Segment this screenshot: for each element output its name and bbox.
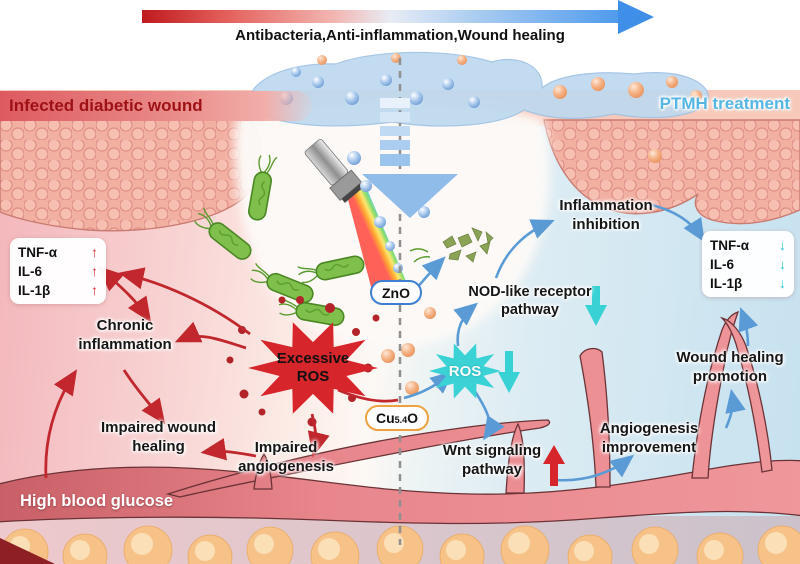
up-arrow-icon: ↑ — [91, 244, 98, 260]
copper-ion-icon — [317, 53, 702, 102]
label-angiogenesis-improvement: Angiogenesis improvement — [599, 420, 699, 456]
arrow-ros-to-impaired-angiogenesis — [307, 413, 330, 458]
arrow-glucose-to-inflammation — [44, 369, 78, 479]
label-wnt-pathway: Wnt signaling pathway — [442, 442, 542, 478]
up-arrow-icon: ↑ — [91, 263, 98, 279]
corner-wedge — [0, 538, 55, 564]
red-arrows — [44, 266, 399, 479]
bacterium-icon — [250, 263, 314, 304]
down-arrow-icon: ↓ — [779, 256, 786, 272]
arrow-angiogenesis-to-healing — [200, 438, 257, 461]
cu-suffix: O — [407, 410, 419, 426]
nod-down-arrow-icon — [585, 286, 607, 326]
cytokine-row: IL-1β ↓ — [710, 275, 786, 291]
fat-tissue — [1, 525, 800, 564]
ros-label: ROS — [448, 362, 482, 380]
cytokine-row: TNF-α ↓ — [710, 237, 786, 253]
arrow-inflammation-to-impaired-healing — [122, 369, 166, 425]
label-nod-pathway: NOD-like receptor pathway — [468, 284, 592, 319]
cytokine-name: TNF-α — [18, 244, 58, 260]
up-arrow-icon: ↑ — [91, 282, 98, 298]
treatment-down-arrow-icon — [362, 98, 458, 218]
cytokine-name: IL-6 — [710, 256, 735, 272]
cu-subscript: 5.4 — [394, 415, 408, 425]
header-infected-wound: Infected diabetic wound — [0, 91, 312, 121]
arrow-promotion-to-cytokines — [738, 307, 759, 347]
label-chronic-inflammation: Chronic inflammation — [78, 317, 172, 353]
cytokine-panel-left: TNF-α ↑ IL-6 ↑ IL-1β ↑ — [10, 238, 106, 304]
zno-badge: ZnO — [370, 280, 422, 305]
bacterium-icon — [297, 255, 365, 284]
bacterium-icon — [194, 207, 252, 260]
bacteria-group — [194, 154, 365, 326]
cytokine-row: IL-1β ↑ — [18, 282, 98, 298]
arrow-angiogenesis-to-promotion — [724, 388, 746, 429]
down-arrow-icon: ↓ — [779, 237, 786, 253]
ros-dots — [226, 296, 380, 427]
cu-base: Cu — [375, 410, 395, 426]
arrow-nod-to-inflammation-inhibition — [494, 219, 555, 279]
cytokine-name: IL-1β — [710, 275, 743, 291]
dead-bacteria-icon — [409, 227, 494, 263]
cytokine-row: IL-6 ↓ — [710, 256, 786, 272]
arrow-inhibition-to-cytokines — [647, 202, 705, 243]
cytokine-row: IL-6 ↑ — [18, 263, 98, 279]
label-high-blood-glucose: High blood glucose — [20, 492, 174, 510]
arrow-ros-to-chronic-inflammation — [174, 321, 247, 350]
arrow-ros-to-cu — [337, 388, 399, 403]
arrow-wnt-to-angiogenesis — [555, 454, 635, 482]
cytokine-panel-right: TNF-α ↓ IL-6 ↓ IL-1β ↓ — [702, 231, 794, 297]
cytokine-name: TNF-α — [710, 237, 750, 253]
top-arrow-label: Antibacteria,Anti-inflammation,Wound hea… — [235, 27, 565, 44]
down-arrow-icon: ↓ — [779, 275, 786, 291]
gradient-arrow-head-icon — [618, 0, 654, 34]
label-impaired-wound-healing: Impaired wound healing — [100, 419, 216, 455]
arrow-ros-to-nod — [453, 302, 478, 347]
gradient-arrow-bar — [142, 10, 620, 23]
epidermis-layer — [0, 119, 800, 232]
label-wound-healing-promotion: Wound healing promotion — [676, 349, 784, 385]
header-ptmh-treatment: PTMH treatment — [659, 94, 790, 113]
cytokine-name: IL-1β — [18, 282, 51, 298]
excessive-ros-label: Excessive ROS — [276, 350, 350, 385]
flashlight-icon — [304, 139, 364, 203]
label-impaired-angiogenesis: Impaired angiogenesis — [238, 439, 334, 475]
cytokine-row: TNF-α ↑ — [18, 244, 98, 260]
hydrogel-patch — [248, 51, 709, 127]
label-inflammation-inhibition: Inflammation inhibition — [559, 197, 653, 233]
ros-down-arrow-icon — [498, 351, 520, 393]
blood-vessel — [0, 310, 800, 525]
cytokine-name: IL-6 — [18, 263, 43, 279]
light-beam-icon — [346, 182, 408, 298]
arrow-cytokines-inflammation-bidirectional — [97, 266, 152, 323]
bacterium-icon — [248, 154, 278, 221]
wnt-up-arrow-icon — [543, 445, 565, 486]
